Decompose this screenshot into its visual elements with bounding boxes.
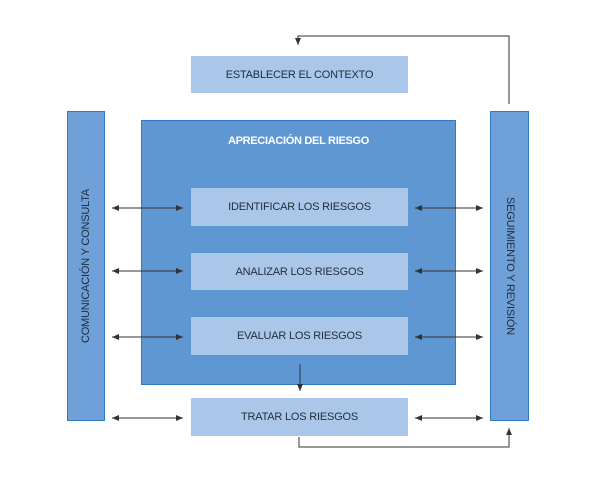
analyze-risks-box: ANALIZAR LOS RIESGOS xyxy=(191,253,408,290)
monitoring-review-box: SEGUIMIENTO Y REVISIÓN xyxy=(490,111,529,421)
identify-risks-box: IDENTIFICAR LOS RIESGOS xyxy=(191,188,408,226)
treat-risks-box: TRATAR LOS RIESGOS xyxy=(191,398,408,436)
establish-context-box: ESTABLECER EL CONTEXTO xyxy=(191,56,408,93)
communication-consultation-box: COMUNICACIÓN Y CONSULTA xyxy=(67,111,105,421)
evaluate-risks-box: EVALUAR LOS RIESGOS xyxy=(191,317,408,355)
treatment-loop-arrow xyxy=(298,428,512,448)
feedback-loop-arrow xyxy=(295,35,510,104)
risk-assessment-title: APRECIACIÓN DEL RIESGO xyxy=(227,135,370,147)
evaluate-risks-label: EVALUAR LOS RIESGOS xyxy=(237,330,362,342)
identify-risks-label: IDENTIFICAR LOS RIESGOS xyxy=(228,201,371,213)
treat-risks-label: TRATAR LOS RIESGOS xyxy=(240,411,358,423)
analyze-risks-label: ANALIZAR LOS RIESGOS xyxy=(235,265,364,278)
establish-context-label: ESTABLECER EL CONTEXTO xyxy=(225,68,374,81)
